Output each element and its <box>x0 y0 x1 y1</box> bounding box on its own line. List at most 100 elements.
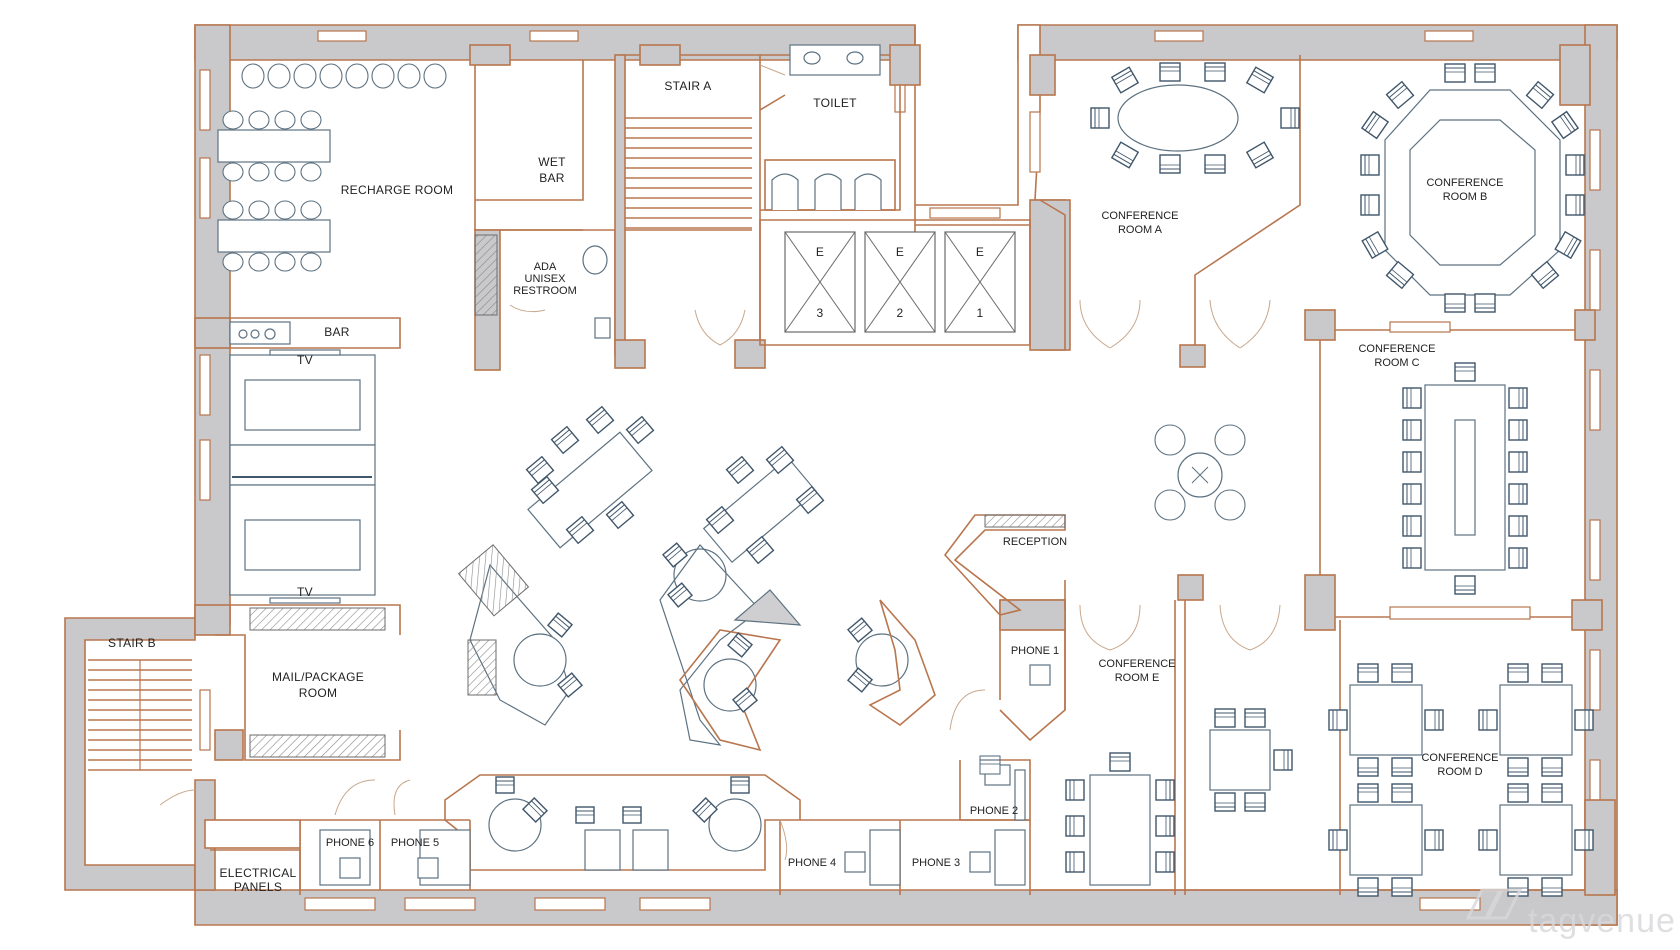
chair <box>1357 877 1379 897</box>
label-conf-d: CONFERENCE <box>1421 752 1498 764</box>
chair <box>1110 141 1140 169</box>
lounge-chair <box>1154 489 1186 521</box>
chair <box>222 252 244 272</box>
chair <box>1530 260 1560 290</box>
chair <box>222 110 244 130</box>
chair <box>1454 362 1476 382</box>
chair <box>1507 783 1529 803</box>
doors <box>159 64 1281 861</box>
chair <box>1402 547 1422 569</box>
recharge-furniture <box>217 63 447 272</box>
label-wet-bar-2: BAR <box>539 171 565 185</box>
label-elevator-3: 3 <box>817 306 824 320</box>
chair <box>1159 62 1181 82</box>
label-phone-6: PHONE 6 <box>326 837 374 849</box>
chair <box>765 445 795 475</box>
chair <box>1508 419 1528 441</box>
chair <box>1109 752 1131 772</box>
label-phone-4: PHONE 4 <box>788 857 836 869</box>
watermark-text: tagvenue <box>1528 902 1676 940</box>
chair <box>1508 451 1528 473</box>
chair <box>625 415 655 445</box>
label-conf-a-2: ROOM A <box>1118 224 1163 236</box>
chair <box>1444 63 1466 83</box>
chair <box>1360 154 1380 176</box>
chair <box>1244 708 1266 728</box>
label-mail-2: ROOM <box>299 686 338 700</box>
chair <box>248 200 270 220</box>
chair <box>1474 63 1496 83</box>
room-labels: RECHARGE ROOM WET BAR ADA UNISEX RESTROO… <box>108 79 1503 894</box>
chair <box>725 455 755 485</box>
label-phone-1: PHONE 1 <box>1011 645 1059 657</box>
label-electrical: ELECTRICAL <box>219 866 296 880</box>
stool <box>397 63 421 89</box>
chair <box>666 582 694 608</box>
conf-d-tables <box>1349 684 1573 876</box>
chair <box>1110 66 1140 94</box>
chair <box>274 252 296 272</box>
chair <box>274 110 296 130</box>
stool <box>319 63 343 89</box>
label-conf-d-2: ROOM D <box>1437 766 1482 778</box>
lounge-sofas <box>229 349 376 604</box>
conf-a-table <box>1117 84 1239 152</box>
chair <box>1391 663 1413 683</box>
chair <box>1402 451 1422 473</box>
chair <box>1244 792 1266 812</box>
stool <box>371 63 395 89</box>
chair <box>1155 779 1175 801</box>
chair <box>525 455 555 485</box>
phone-desks <box>319 664 1051 886</box>
chair <box>1065 851 1085 873</box>
chair <box>565 515 595 545</box>
chair <box>726 632 754 658</box>
chair <box>846 617 874 643</box>
interior-walls <box>194 44 1616 896</box>
chair <box>1574 829 1594 851</box>
chair <box>1454 575 1476 595</box>
label-toilet: TOILET <box>813 96 857 110</box>
chair <box>1508 547 1528 569</box>
chair <box>274 200 296 220</box>
conf-b-table <box>1384 89 1561 296</box>
chair <box>1245 66 1275 94</box>
label-elevator-1: 1 <box>977 306 984 320</box>
chair <box>222 200 244 220</box>
bar-counter <box>229 321 291 345</box>
chair <box>521 796 549 824</box>
chair <box>1574 709 1594 731</box>
label-phone-2: PHONE 2 <box>970 805 1018 817</box>
chair <box>1391 757 1413 777</box>
chair <box>300 252 322 272</box>
label-ada-3: RESTROOM <box>513 285 577 297</box>
chair <box>248 162 270 182</box>
label-elevator-e3: E <box>816 245 824 259</box>
chair <box>550 425 580 455</box>
stair-a-treads <box>625 117 752 231</box>
label-reception: RECEPTION <box>1003 536 1067 548</box>
chair <box>979 755 1001 775</box>
label-stair-a: STAIR A <box>664 79 711 93</box>
elevators <box>784 231 1016 333</box>
chair <box>1328 709 1348 731</box>
watermark: tagvenue <box>1465 888 1676 940</box>
label-wet-bar: WET <box>538 155 566 169</box>
chair <box>1385 80 1415 110</box>
chair <box>1361 230 1389 260</box>
chair <box>1424 829 1444 851</box>
stool <box>241 63 265 89</box>
stool <box>293 63 317 89</box>
chair <box>731 687 759 713</box>
table <box>217 129 331 163</box>
label-electrical-2: PANELS <box>234 880 282 894</box>
chair <box>1280 107 1300 129</box>
label-conf-c: CONFERENCE <box>1358 343 1435 355</box>
label-bar: BAR <box>324 325 350 339</box>
chair <box>1554 230 1582 260</box>
chair <box>705 505 735 535</box>
label-mail: MAIL/PACKAGE <box>272 670 364 684</box>
dining-tables <box>527 431 818 564</box>
label-elevator-e2: E <box>896 245 904 259</box>
chair <box>1065 815 1085 837</box>
